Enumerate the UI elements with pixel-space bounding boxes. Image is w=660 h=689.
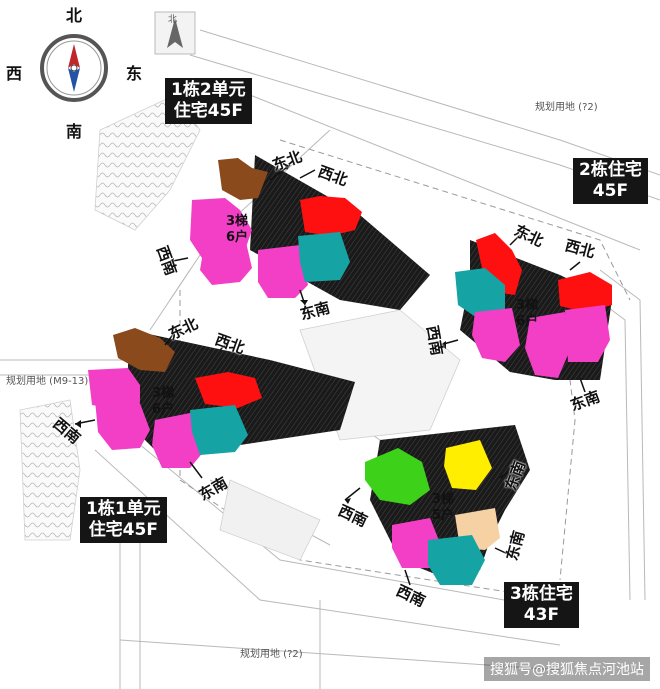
building-2-label: 2栋住宅 45F bbox=[573, 158, 648, 204]
building-1-unit-2-label: 1栋2单元 住宅45F bbox=[165, 78, 252, 124]
unit-magenta bbox=[95, 398, 150, 450]
plot-label-top: 规划用地 (?2) bbox=[535, 102, 598, 113]
building-2 bbox=[455, 233, 612, 380]
unit-green bbox=[365, 448, 430, 505]
building-3-label: 3栋住宅 43F bbox=[504, 582, 579, 628]
building-1-unit-1-stairs: 3梯 6户 bbox=[152, 386, 175, 417]
north-arrow-label: 北 bbox=[168, 15, 178, 25]
building-1-unit-1 bbox=[88, 328, 355, 468]
unit-teal bbox=[298, 232, 350, 282]
building-1-unit-2-stairs: 3梯 6户 bbox=[226, 214, 249, 245]
compass-south-label: 南 bbox=[66, 122, 83, 141]
plot-label-bottom: 规划用地 (?2) bbox=[240, 649, 303, 660]
unit-red bbox=[558, 272, 612, 312]
unit-teal bbox=[190, 405, 248, 455]
unit-magenta bbox=[525, 312, 570, 378]
unit-red bbox=[195, 372, 262, 408]
unit-magenta bbox=[258, 245, 308, 298]
building-3 bbox=[365, 425, 530, 585]
plot-label-left: 规划用地 (M9-13) bbox=[6, 376, 89, 387]
compass-icon bbox=[40, 34, 108, 102]
north-arrow-marker bbox=[154, 11, 196, 55]
building-1-unit-2 bbox=[190, 155, 430, 310]
arrow-heads bbox=[75, 164, 446, 504]
unit-red bbox=[300, 196, 362, 236]
building-3-stairs: 3梯 5户 bbox=[432, 492, 455, 523]
unit-brown bbox=[113, 328, 175, 372]
unit-brown bbox=[218, 158, 268, 200]
unit-red bbox=[476, 233, 522, 295]
unit-yellow bbox=[444, 440, 492, 490]
compass-west-label: 西 bbox=[6, 64, 23, 83]
unit-magenta bbox=[200, 238, 252, 285]
building-2-stairs: 3梯 6户 bbox=[516, 298, 539, 329]
unit-magenta bbox=[565, 305, 610, 362]
unit-magenta bbox=[472, 308, 520, 362]
unit-teal bbox=[455, 268, 505, 320]
unit-teal bbox=[428, 535, 485, 585]
building-1-unit-1-label: 1栋1单元 住宅45F bbox=[80, 497, 167, 543]
compass-north-label: 北 bbox=[66, 6, 83, 25]
watermark: 搜狐号@搜狐焦点河池站 bbox=[484, 657, 650, 681]
compass-east-label: 东 bbox=[126, 64, 143, 83]
